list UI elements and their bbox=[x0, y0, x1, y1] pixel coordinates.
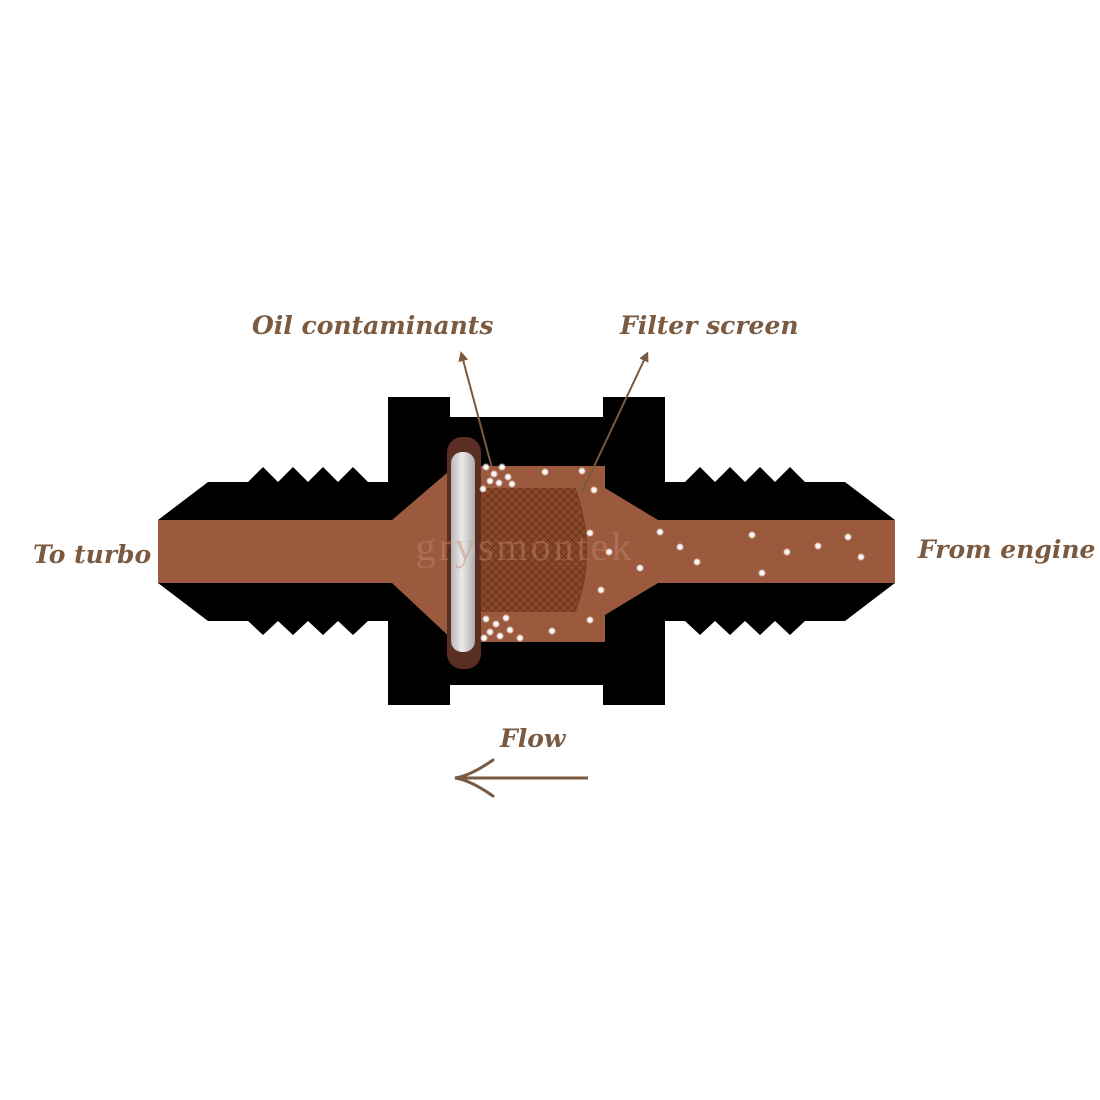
contaminant-particle bbox=[590, 486, 598, 494]
contaminant-particle bbox=[656, 528, 664, 536]
contaminant-particle bbox=[597, 586, 605, 594]
contaminant-particle bbox=[548, 627, 556, 635]
contaminant-particle bbox=[479, 485, 487, 493]
contaminant-particle bbox=[676, 543, 684, 551]
contaminant-particle bbox=[636, 564, 644, 572]
contaminant-particle bbox=[693, 558, 701, 566]
contaminant-particle bbox=[486, 628, 494, 636]
contaminant-particle bbox=[482, 463, 490, 471]
flow-label: Flow bbox=[499, 724, 567, 753]
contaminant-particle bbox=[480, 634, 488, 642]
contaminant-particle bbox=[490, 470, 498, 478]
contaminant-particle bbox=[486, 477, 494, 485]
from-engine-label: From engine bbox=[917, 535, 1095, 564]
contaminant-particle bbox=[496, 632, 504, 640]
contaminant-particle bbox=[844, 533, 852, 541]
contaminant-particle bbox=[492, 620, 500, 628]
contaminant-particle bbox=[504, 473, 512, 481]
oil-contaminants-label: Oil contaminants bbox=[252, 311, 493, 340]
watermark: grysmontek bbox=[416, 524, 635, 569]
contaminant-particle bbox=[586, 529, 594, 537]
contaminant-particle bbox=[578, 467, 586, 475]
contaminant-particle bbox=[502, 614, 510, 622]
flow-direction-arrow bbox=[454, 758, 588, 798]
contaminant-particle bbox=[783, 548, 791, 556]
contaminant-particle bbox=[748, 531, 756, 539]
contaminant-particle bbox=[508, 480, 516, 488]
contaminant-particle bbox=[814, 542, 822, 550]
contaminant-particle bbox=[495, 479, 503, 487]
contaminant-particle bbox=[516, 634, 524, 642]
to-turbo-label: To turbo bbox=[33, 540, 151, 569]
contaminant-particle bbox=[482, 615, 490, 623]
contaminant-particle bbox=[857, 553, 865, 561]
filter-screen-label: Filter screen bbox=[619, 311, 799, 340]
o-ring-seal bbox=[447, 437, 481, 669]
oil-contaminant-particles bbox=[479, 463, 865, 642]
contaminant-particle bbox=[586, 616, 594, 624]
filter-screen bbox=[478, 487, 588, 613]
contaminant-particle bbox=[541, 468, 549, 476]
oil-contaminants-pointer bbox=[458, 351, 493, 469]
contaminant-particle bbox=[758, 569, 766, 577]
filter-screen-pointer bbox=[581, 351, 649, 493]
contaminant-particle bbox=[506, 626, 514, 634]
contaminant-particle bbox=[605, 548, 613, 556]
flow-arrow-head bbox=[454, 758, 495, 798]
contaminant-particle bbox=[498, 463, 506, 471]
seal-disc bbox=[451, 452, 475, 652]
